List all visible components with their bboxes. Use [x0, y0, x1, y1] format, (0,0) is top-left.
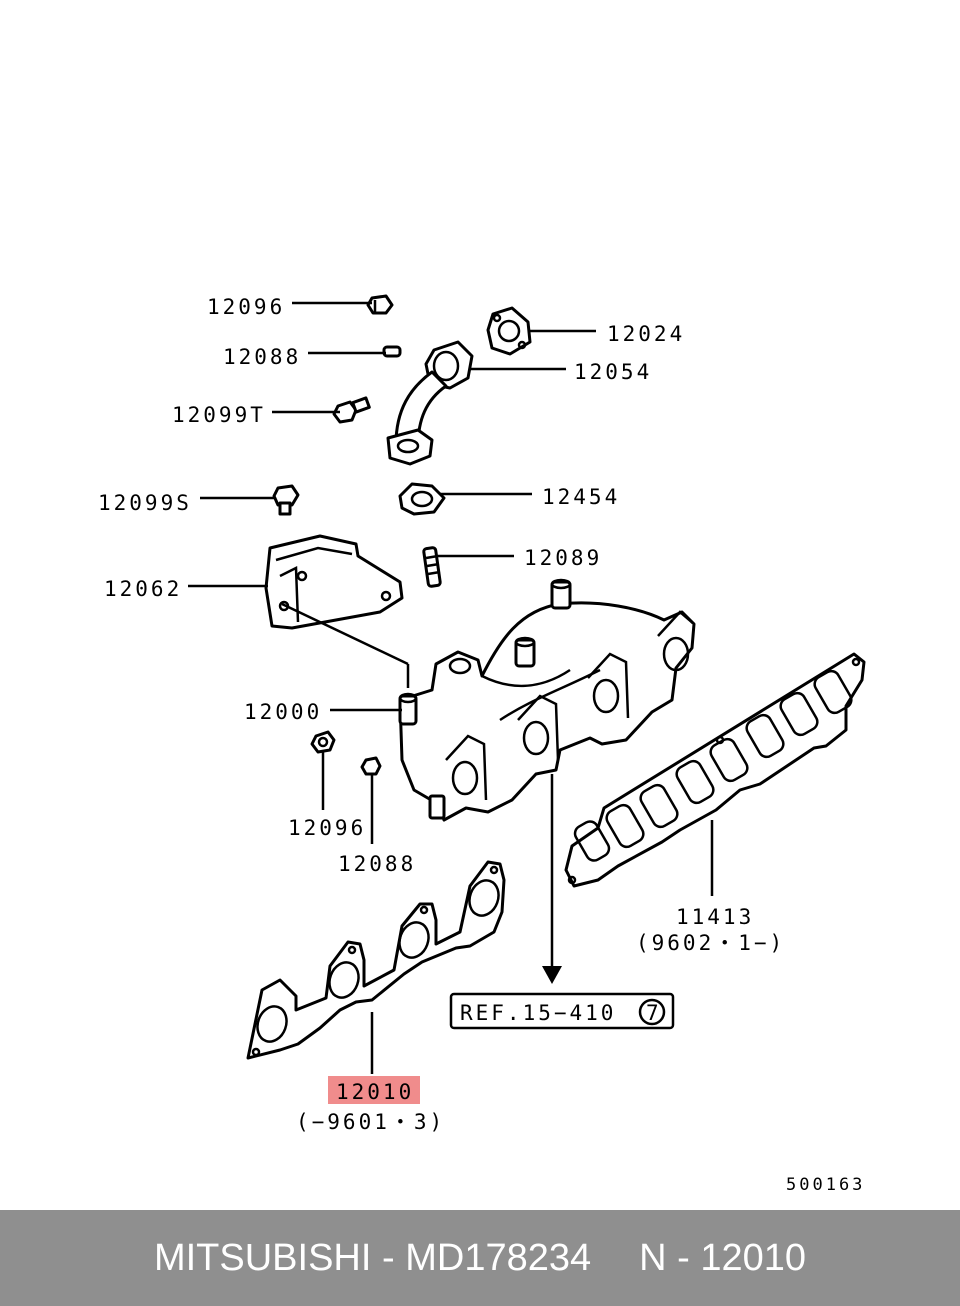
footer-ref-code: 12010 — [700, 1236, 807, 1279]
label-12099S: 12099S — [98, 491, 192, 515]
label-11413: 11413 — [676, 905, 754, 929]
gasket-11413 — [564, 652, 866, 888]
gasket-12010 — [246, 860, 506, 1060]
footer-bar: MITSUBISHI - MD178234 N - 12010 — [0, 1210, 960, 1306]
label-11413-range: (9602・1−) — [636, 931, 785, 955]
bolt-12099S — [272, 484, 300, 516]
label-12088-top: 12088 — [223, 345, 301, 369]
leader-lines — [188, 301, 714, 1074]
label-12088-bottom: 12088 — [338, 852, 416, 876]
label-12000: 12000 — [244, 700, 322, 724]
label-12024: 12024 — [607, 322, 685, 346]
gasket-12024 — [486, 306, 532, 356]
nut-12088-bottom — [360, 756, 382, 776]
footer-part-number: MD178234 — [405, 1236, 592, 1279]
nut-12096-top — [366, 294, 394, 315]
footer-ref-prefix: N - — [639, 1236, 701, 1279]
footer-separator: - — [371, 1236, 406, 1279]
label-12096-bottom: 12096 — [288, 816, 366, 840]
label-12010-range: (−9601・3) — [296, 1110, 445, 1134]
footer-brand: MITSUBISHI — [153, 1236, 372, 1279]
label-12089: 12089 — [524, 546, 602, 570]
ref-circle-number: 7 — [646, 1001, 659, 1025]
ref-circle-icon — [638, 998, 666, 1026]
manifold-12000 — [398, 578, 696, 822]
parts-diagram: 12096 12088 12099T 12024 12054 12099S 12… — [98, 294, 866, 1195]
pipe-12054 — [386, 340, 474, 466]
stud-12089 — [422, 546, 442, 588]
gasket-12454 — [398, 482, 446, 516]
bolt-12099T — [332, 396, 371, 424]
nut-12096-bottom — [310, 730, 336, 754]
label-12054: 12054 — [574, 360, 652, 384]
nut-12088-top — [382, 345, 402, 358]
label-12099T: 12099T — [172, 403, 266, 427]
label-12010[interactable]: 12010 — [336, 1080, 414, 1104]
bracket-12062 — [264, 534, 404, 630]
label-12454: 12454 — [542, 485, 620, 509]
label-12096-top: 12096 — [207, 295, 285, 319]
label-12062: 12062 — [104, 577, 182, 601]
ref-box[interactable]: REF.15−410 7 — [449, 992, 675, 1030]
highlight-12010 — [328, 1076, 420, 1104]
diagram-number: 500163 — [786, 1175, 865, 1195]
ref-text: REF.15−410 — [460, 1001, 616, 1025]
